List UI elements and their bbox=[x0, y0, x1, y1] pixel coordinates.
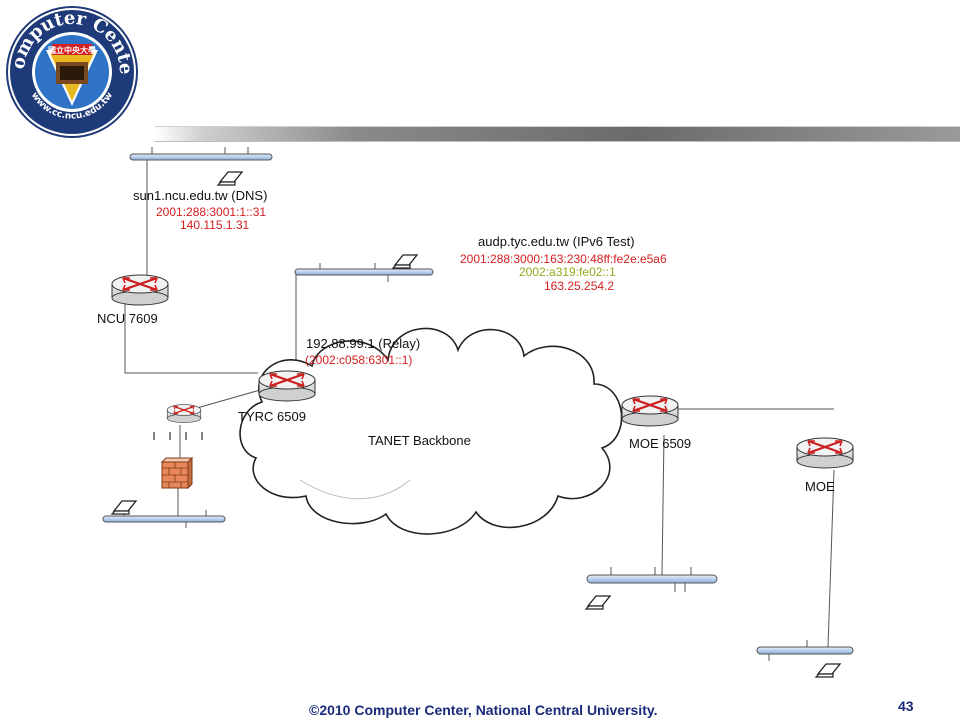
router-tyrc-label: TYRC 6509 bbox=[238, 409, 306, 424]
laptop-icon bbox=[585, 595, 611, 610]
link-ncu-tyrc bbox=[124, 300, 258, 374]
router-moe-label: MOE bbox=[805, 479, 835, 494]
laptop-icon bbox=[217, 171, 243, 186]
tanet-backbone-cloud bbox=[239, 327, 623, 535]
relay-ipv6-label: (2002:c058:6301::1) bbox=[305, 353, 413, 367]
test-ipv6-address: 2001:288:3000:163:230:48ff:fe2e:e5a6 bbox=[460, 252, 667, 266]
port-ticks bbox=[153, 432, 203, 440]
link-moe-bus bbox=[827, 469, 835, 648]
computer-center-logo: 國立中央大學 Computer Center www.cc.ncu.edu.tw bbox=[2, 2, 138, 138]
router-ncu-icon bbox=[110, 273, 170, 307]
relay-ipv4-label: 192.88.99.1 (Relay) bbox=[306, 336, 421, 351]
bus-test bbox=[294, 268, 434, 276]
link-moe6509-bus bbox=[661, 434, 665, 576]
page-number: 43 bbox=[898, 698, 914, 714]
bus-moe6509-lan bbox=[586, 574, 718, 584]
laptop-icon bbox=[392, 254, 418, 269]
router-moe6509-label: MOE 6509 bbox=[629, 436, 692, 451]
bus-moe-lan bbox=[756, 646, 854, 655]
router-tyrc-icon bbox=[257, 369, 317, 403]
test-host-name: audp.tyc.edu.tw (IPv6 Test) bbox=[478, 234, 635, 249]
bus-tyrc-lan bbox=[102, 515, 226, 523]
firewall-icon bbox=[160, 456, 194, 490]
dns-server-name: sun1.ncu.edu.tw (DNS) bbox=[133, 188, 268, 203]
dns-ipv4-address: 140.115.1.31 bbox=[180, 218, 250, 232]
test-ipv4-address: 163.25.254.2 bbox=[544, 279, 615, 293]
router-small-icon bbox=[166, 403, 202, 424]
router-moe6509-icon bbox=[620, 394, 680, 428]
link-tyrc-small bbox=[189, 389, 261, 411]
dns-ipv6-address: 2001:288:3001:1::31 bbox=[156, 205, 267, 219]
laptop-icon bbox=[111, 500, 137, 515]
footer-copyright: ©2010 Computer Center, National Central … bbox=[309, 702, 658, 718]
laptop-icon bbox=[815, 663, 841, 678]
header-divider bbox=[155, 126, 960, 142]
network-diagram bbox=[102, 147, 855, 678]
test-6to4-address: 2002:a319:fe02::1 bbox=[519, 265, 616, 279]
logo-badge-text: 國立中央大學 bbox=[48, 45, 96, 55]
cloud-label: TANET Backbone bbox=[368, 433, 471, 448]
router-moe-icon bbox=[795, 436, 855, 470]
bus-dns bbox=[129, 153, 273, 161]
router-ncu-label: NCU 7609 bbox=[97, 311, 158, 326]
